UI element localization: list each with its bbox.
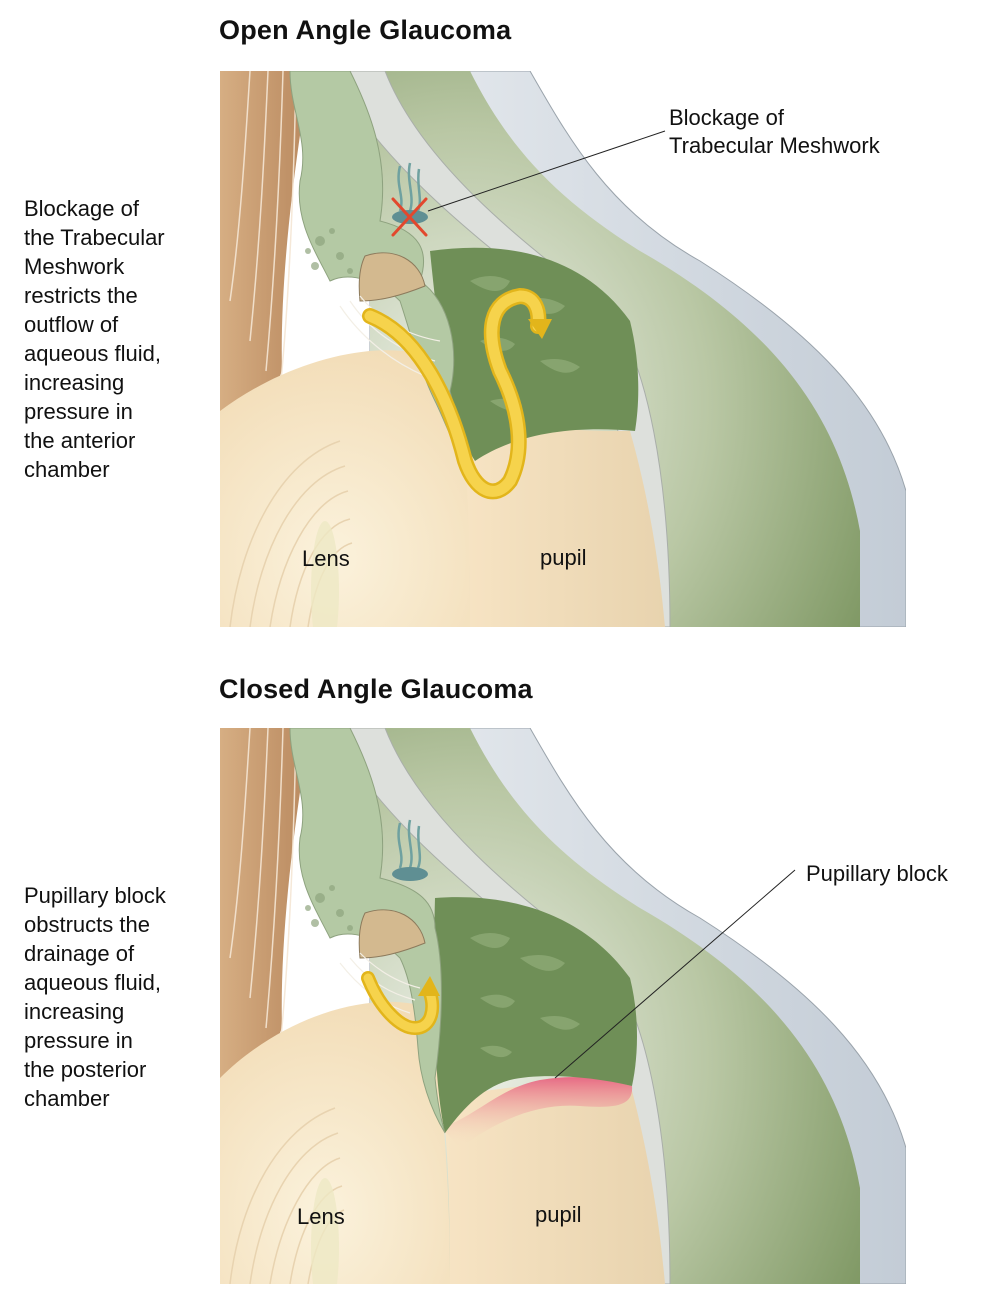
closed-angle-title: Closed Angle Glaucoma [219, 674, 533, 704]
description-line: aqueous fluid, [24, 970, 161, 995]
description-line: Blockage of [24, 196, 139, 221]
description-line: pressure in [24, 1028, 133, 1053]
pupillary-block-region [442, 1077, 633, 1148]
description-line: outflow of [24, 312, 119, 337]
callout-line: Pupillary block [806, 861, 948, 886]
trabecular-meshwork [392, 819, 428, 881]
pupillary-block-callout: Pupillary block [806, 860, 948, 888]
description-line: chamber [24, 1086, 110, 1111]
callout-line: Blockage of [669, 105, 784, 130]
trabecular-blockage-callout: Blockage of Trabecular Meshwork [669, 104, 880, 160]
lens-label: Lens [302, 546, 350, 571]
callout-leader-line [554, 869, 796, 1079]
aqueous-flow-arrow [361, 971, 440, 1036]
open-angle-description: Blockage of the Trabecular Meshwork rest… [24, 194, 209, 484]
pupil-label: pupil [535, 1202, 582, 1227]
pupil-label: pupil [540, 545, 587, 570]
description-line: the posterior [24, 1057, 147, 1082]
closed-angle-description: Pupillary block obstructs the drainage o… [24, 881, 209, 1113]
callout-leader-line [427, 130, 666, 212]
open-angle-eye-illustration [220, 71, 906, 627]
description-line: increasing [24, 370, 125, 395]
description-line: pressure in [24, 399, 133, 424]
lens-label: Lens [297, 1204, 345, 1229]
description-line: chamber [24, 457, 110, 482]
description-line: drainage of [24, 941, 135, 966]
description-line: Pupillary block [24, 883, 166, 908]
closed-angle-eye-illustration [220, 728, 906, 1284]
aqueous-flow-arrow [362, 287, 552, 500]
description-line: restricts the [24, 283, 138, 308]
description-line: the anterior [24, 428, 136, 453]
description-line: Meshwork [24, 254, 125, 279]
description-line: aqueous fluid, [24, 341, 161, 366]
open-angle-title: Open Angle Glaucoma [219, 15, 512, 45]
description-line: obstructs the [24, 912, 150, 937]
blockage-x-icon [391, 197, 428, 237]
description-line: increasing [24, 999, 125, 1024]
callout-line: Trabecular Meshwork [669, 133, 880, 158]
description-line: the Trabecular [24, 225, 165, 250]
